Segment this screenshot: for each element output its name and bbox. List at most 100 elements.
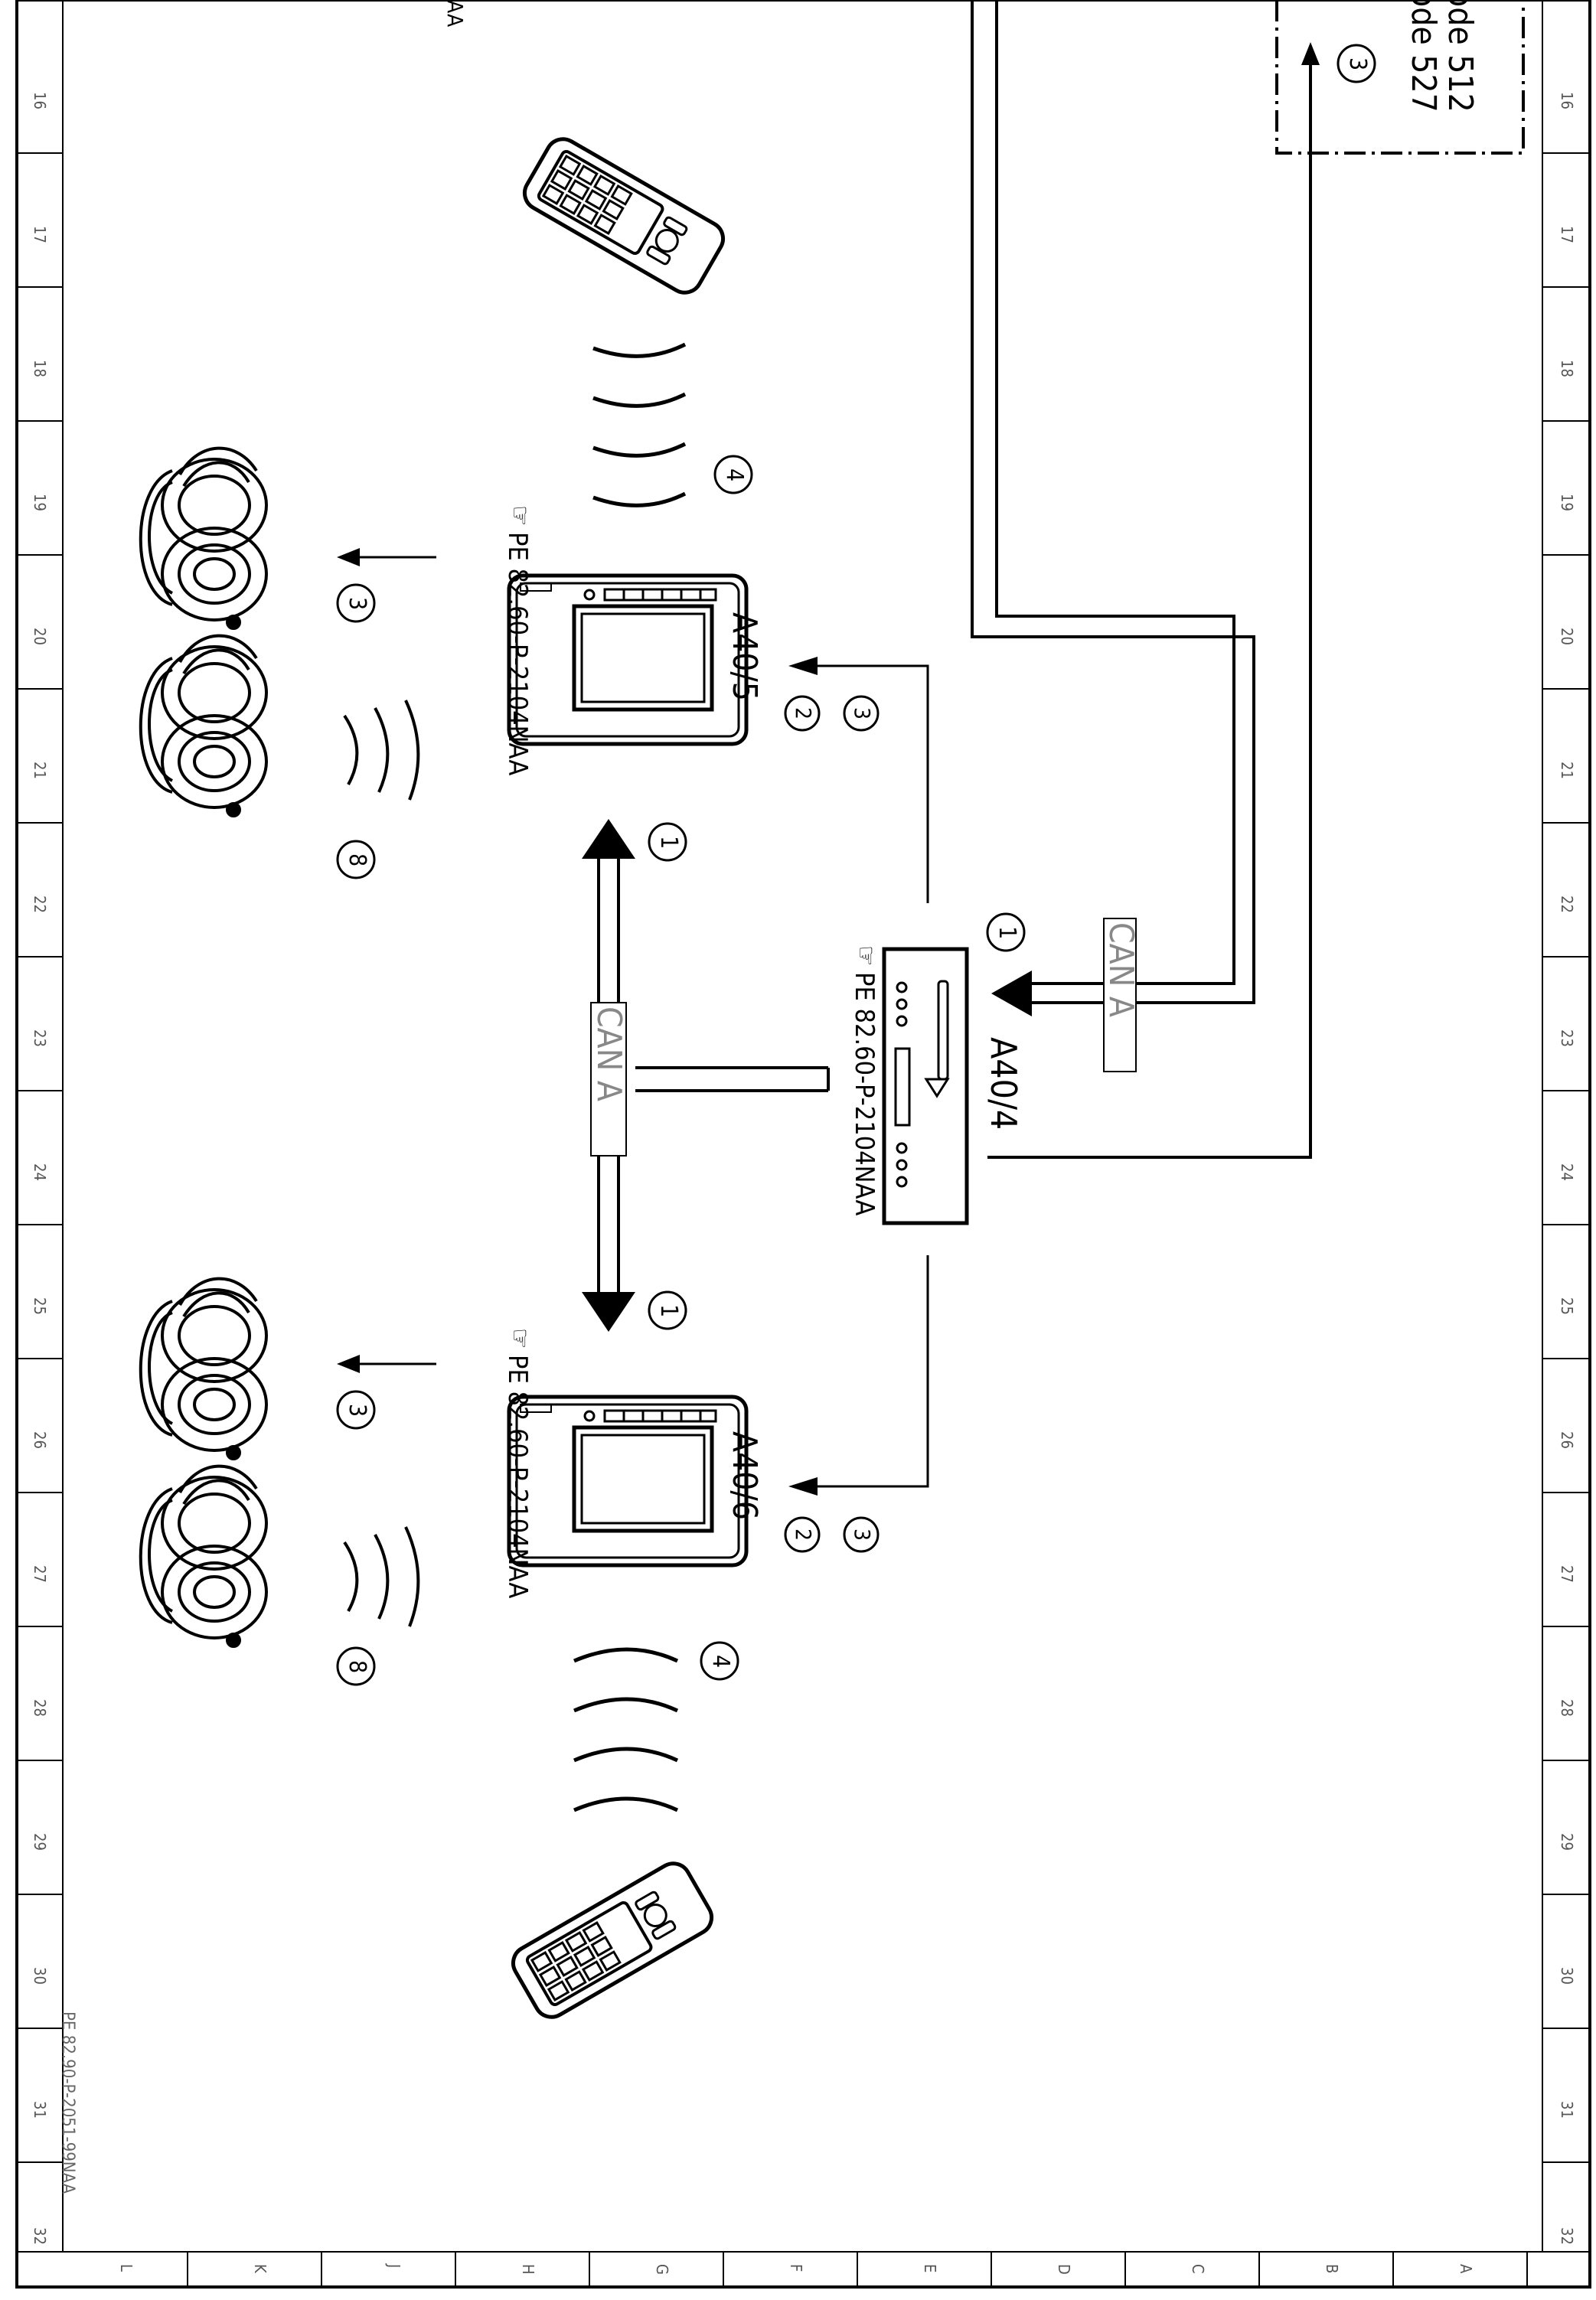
callout-1-display-left: 1 [648, 822, 687, 862]
display-right-label: A40/6 [725, 1431, 764, 1520]
control-unit-eject-marker [924, 1078, 950, 1098]
ir-waves-right [573, 1647, 679, 1812]
display-right-hand-icon: ☞ [504, 1328, 535, 1349]
grid-col-left-27: 27 [31, 1565, 49, 1583]
callout-3-code-box-label: 3 [1344, 57, 1371, 70]
control-unit-buttons [896, 981, 908, 1188]
grid-col-left-29: 29 [31, 1833, 49, 1851]
grid-row-L: L [117, 2264, 135, 2272]
grid-col-left-25: 25 [31, 1297, 49, 1315]
callout-2-display-left-label: 2 [791, 707, 816, 719]
can-bus-lower-arrow-bottom [582, 1292, 635, 1332]
grid-col-right-16: 16 [1558, 92, 1576, 109]
grid-col-right-31: 31 [1558, 2101, 1576, 2119]
grid-row-A: A [1457, 2264, 1475, 2274]
grid-col-left-24: 24 [31, 1163, 49, 1181]
code-527-label: ode 527 [1404, 0, 1443, 113]
callout-3-headphones-right-label: 3 [344, 1404, 370, 1417]
grid-col-right-17: 17 [1558, 226, 1576, 243]
grid-col-right-18: 18 [1558, 360, 1576, 377]
grid-col-right-28: 28 [1558, 1699, 1576, 1717]
grid-col-left-18: 18 [31, 360, 49, 377]
frame-grid-ticks [17, 152, 1590, 2287]
grid-col-left-20: 20 [31, 628, 49, 645]
control-unit-hand-icon: ☞ [850, 945, 881, 966]
grid-row-B: B [1323, 2264, 1341, 2273]
headphones-3 [139, 1277, 268, 1460]
callout-1-display-right: 1 [648, 1290, 687, 1330]
av-signal-line-right [800, 1255, 929, 1488]
can-bus-upper-label: CAN A [1102, 922, 1141, 1017]
grid-row-H: H [519, 2264, 537, 2275]
display-left-hand-icon: ☞ [504, 505, 535, 526]
grid-col-right-32: 32 [1558, 2227, 1576, 2245]
control-unit-body [882, 947, 969, 1225]
callout-1-control-unit-label: 1 [994, 926, 1020, 939]
callout-4-right-label: 4 [707, 1655, 734, 1668]
grid-col-right-29: 29 [1558, 1833, 1576, 1851]
callout-8-right-label: 8 [344, 1660, 370, 1673]
headphones-2 [139, 634, 268, 817]
callout-8-right: 8 [336, 1646, 376, 1686]
grid-col-left-31: 31 [31, 2101, 49, 2119]
grid-row-G: G [653, 2264, 671, 2275]
callout-3-display-left: 3 [843, 695, 880, 732]
callout-4-right: 4 [700, 1641, 739, 1681]
can-bus-lower-label: CAN A [589, 1006, 628, 1101]
control-unit-a40-4: A40/4 ☞ PE 82.60-P-2104NAA [849, 945, 1024, 1225]
grid-col-right-19: 19 [1558, 494, 1576, 511]
grid-col-right-24: 24 [1558, 1163, 1576, 1181]
document-id: PE 82.90-P-2051-99NAA [58, 2011, 77, 2194]
display-left-reference: PE 82.60-P-2104NAA [502, 532, 533, 775]
can-bus-upper: CAN A [971, 0, 1255, 1072]
callout-3-headphones-left-label: 3 [344, 597, 370, 610]
grid-row-J: J [385, 2263, 403, 2268]
callout-1-control-unit: 1 [986, 912, 1026, 952]
callout-1-display-left-label: 1 [655, 836, 682, 849]
code-signal-line [987, 46, 1312, 1159]
control-unit-label: A40/4 [983, 1037, 1024, 1130]
code-512-label: ode 512 [1441, 0, 1480, 113]
callout-3-display-right-label: 3 [850, 1528, 875, 1541]
grid-column-numbers-left: 16 17 18 19 20 21 22 23 24 25 26 27 28 2… [31, 92, 49, 2245]
grid-col-left-32: 32 [31, 2227, 49, 2245]
code-signal-arrow-head [1301, 42, 1320, 65]
grid-row-K: K [251, 2264, 269, 2274]
grid-row-letters-bottom: L K J H G F E D C B A [117, 2263, 1475, 2275]
grid-col-right-27: 27 [1558, 1565, 1576, 1583]
grid-col-left-21: 21 [31, 762, 49, 779]
grid-row-D: D [1055, 2264, 1073, 2275]
callout-1-display-right-label: 1 [655, 1304, 682, 1317]
audio-arrow-left [337, 548, 436, 566]
display-right-reference: PE 82.60-P-2104NAA [502, 1355, 533, 1598]
grid-row-E: E [921, 2264, 939, 2272]
display-a40-5: A40/5 ☞ PE 82.60-P-2104NAA [502, 505, 764, 775]
grid-col-right-26: 26 [1558, 1431, 1576, 1449]
can-bus-lower: CAN A [582, 819, 830, 1332]
grid-col-right-25: 25 [1558, 1297, 1576, 1315]
code-box: ode 512 ode 527 3 [1275, 0, 1525, 155]
callout-2-display-right-label: 2 [791, 1528, 816, 1541]
grid-row-F: F [787, 2264, 805, 2272]
grid-col-left-28: 28 [31, 1699, 49, 1717]
grid-col-left-30: 30 [31, 1967, 49, 1985]
grid-row-C: C [1189, 2264, 1207, 2274]
callout-8-left: 8 [336, 840, 376, 879]
wireless-waves-left [343, 700, 420, 801]
remote-control-right [507, 1858, 717, 2024]
can-bus-lower-arrow-top [582, 819, 635, 859]
control-unit-reference: PE 82.60-P-2104NAA [849, 972, 880, 1215]
grid-col-right-23: 23 [1558, 1029, 1576, 1047]
callout-3-display-left-label: 3 [850, 707, 875, 719]
grid-col-left-16: 16 [31, 92, 49, 109]
can-bus-upper-inner [995, 0, 1235, 985]
callout-2-display-left: 2 [784, 695, 821, 732]
callout-3-headphones-left: 3 [336, 583, 376, 623]
display-left-label: A40/5 [725, 612, 764, 701]
can-bus-upper-arrow-head [991, 971, 1032, 1016]
av-signal-arrow-left [788, 657, 818, 675]
can-bus-upper-label-box [1103, 918, 1137, 1072]
callout-8-left-label: 8 [344, 853, 370, 866]
